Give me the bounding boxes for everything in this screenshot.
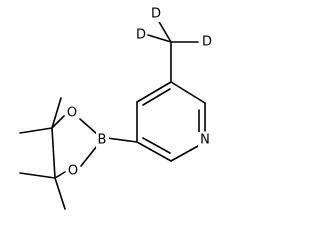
bond-c4-c5 (136, 81, 172, 103)
bond-c2-c3 (136, 141, 172, 162)
bonds (19, 19, 206, 210)
bond-c-d-top (157, 19, 172, 43)
label-bg-b (96, 132, 109, 148)
label-bg-d3 (201, 34, 213, 50)
bond-o-lower-c (54, 171, 66, 179)
bond-c5-c6 (170, 81, 206, 104)
oxygen-label-upper: O (67, 106, 77, 121)
oxygen-label-lower: O (68, 164, 78, 179)
bond-c-d-left (147, 34, 172, 43)
label-bg-d2 (135, 27, 147, 43)
bond-c-c-ring (51, 127, 56, 179)
label-bg-o-lower (67, 163, 80, 179)
nitrogen-label: N (200, 133, 210, 148)
bond-methyl-upper-left (19, 127, 53, 134)
bond-o-upper-c (51, 115, 65, 129)
bond-c2-c3-inner (142, 137, 171, 154)
label-bg-o-upper (66, 105, 79, 121)
deuterium-label-right: D (202, 35, 212, 50)
deuterium-label-left: D (136, 28, 146, 43)
label-bg-n (198, 132, 212, 149)
bond-methyl-lower-left (19, 172, 56, 179)
chemical-structure: D D D N B O O (19, 6, 213, 210)
atom-labels: D D D N B O O (66, 6, 213, 179)
bond-n-c2 (170, 145, 199, 162)
bond-methyl-upper-top (51, 97, 62, 129)
deuterium-label-top: D (151, 7, 161, 22)
bond-b-o-lower (80, 145, 98, 167)
bond-methyl-lower-bottom (54, 177, 66, 210)
bond-b-o-upper (79, 118, 98, 135)
label-bg-d1 (150, 6, 162, 22)
bond-ring-b (106, 137, 138, 143)
boron-label: B (98, 133, 107, 148)
bond-c4-c5-inner (142, 88, 171, 106)
